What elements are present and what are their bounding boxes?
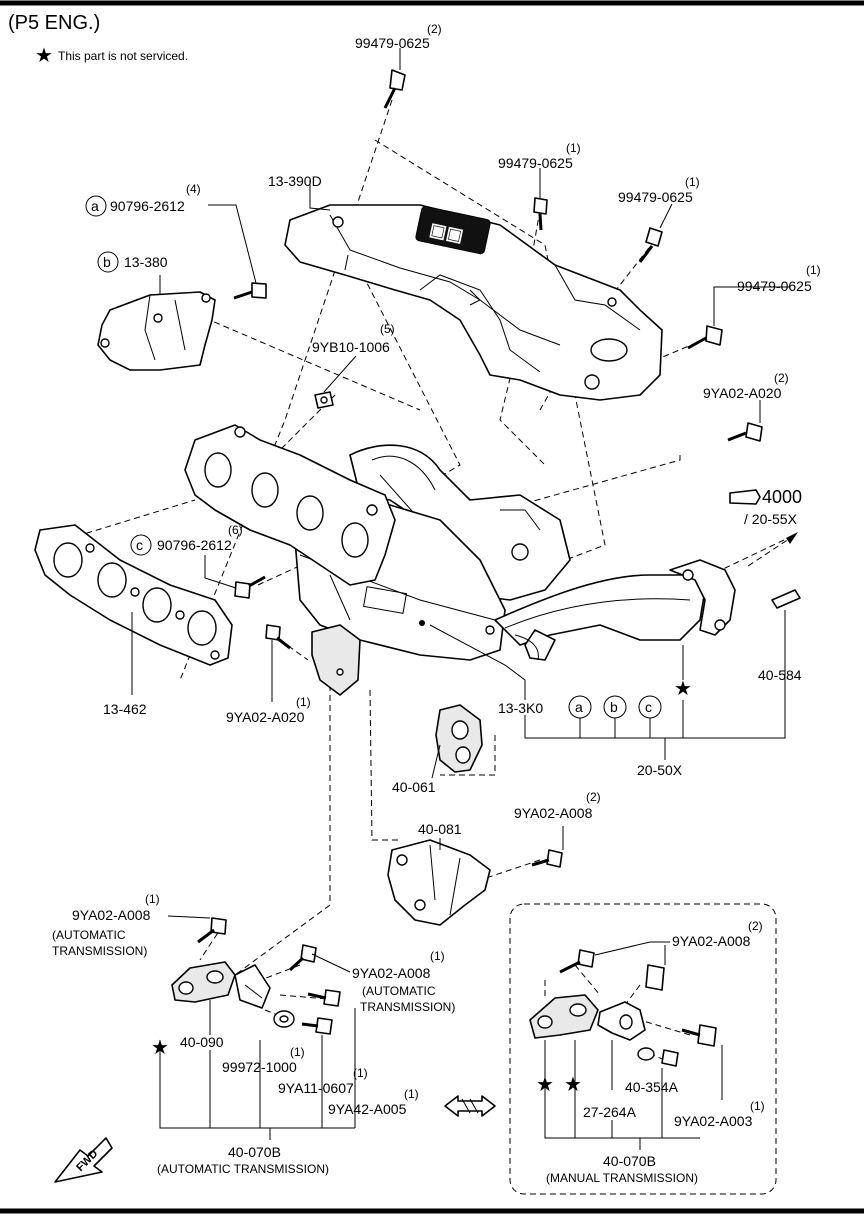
callout-part-number: 99972-1000 [222,1059,297,1075]
callout-note: (MANUAL TRANSMISSION) [546,1171,698,1185]
callout-circle-letter: b [610,699,618,715]
gasket-13-462 [34,524,233,666]
alternative-arrow-icon [444,1095,496,1117]
callout-part-number: 9YA02-A020 [703,385,782,401]
mount-bracket-40-081 [387,839,491,926]
engine-title: (P5 ENG.) [8,12,100,34]
callout-part-number: 40-090 [180,1034,224,1050]
mount-assembly-mt [529,994,646,1041]
callout-part-number: 13-390D [268,173,322,189]
callout-circle [130,534,152,556]
callout-part-number: 99479-0625 [618,189,693,205]
callout-note: TRANSMISSION) [360,1000,455,1014]
callout-part-number: 40-584 [758,667,802,683]
callout-qty: (2) [586,790,601,804]
callout-part-number: 9YA42-A005 [328,1101,407,1117]
callout-part-number: 20-50X [637,762,683,778]
bracket-13-380 [97,291,216,371]
callout-qty: (4) [186,182,201,196]
callout-circle-letter: a [575,699,583,715]
callout-qty: (6) [228,523,243,537]
bolts [197,69,763,1067]
callout-part-number: 9YA11-0607 [278,1080,354,1096]
mount-assembly-at [171,961,271,1009]
callout-circle-letter: c [136,537,143,553]
callout-qty: (1) [806,263,821,277]
callout-note: (AUTOMATIC [362,984,436,998]
callout-part-number: 99479-0625 [737,278,812,294]
callout-note: TRANSMISSION) [52,944,147,958]
callout-part-number: 9YA02-A008 [514,805,593,821]
callout-qty: (1) [404,1087,419,1101]
heat-shield-13-390d: ▣▣ [284,204,663,401]
callout-part-number: 9YB10-1006 [312,339,390,355]
callout-part-number: 40-354A [625,1079,679,1095]
callout-part-number: 90796-2612 [110,198,185,214]
callout-qty: (2) [748,919,763,933]
reference-hand-icon [729,489,798,569]
callout-qty: (1) [430,949,445,963]
callout-qty: (5) [380,322,395,336]
callout-circle-letter: a [91,198,99,214]
callout-note: (AUTOMATIC TRANSMISSION) [157,1162,329,1176]
callout-part-number: 13-462 [103,701,147,717]
callout-part-number: 40-061 [392,779,436,795]
callout-part-number: 40-081 [418,821,462,837]
callout-part-number: 99479-0625 [498,155,573,171]
callout-circle-letter: b [103,254,111,270]
not-serviced-star-icon: ★ [536,1074,554,1096]
callout-qty: (2) [427,22,442,36]
callout-qty: (1) [296,695,311,709]
callout-part-number: 9YA02-A020 [226,709,305,725]
callout-part-number: 9YA02-A008 [672,933,751,949]
rubber-hanger-40-061 [435,704,483,773]
reference-subnumber: / 20-55X [744,511,798,527]
not-serviced-star-icon: ★ [674,678,692,700]
callout-qty: (1) [566,141,581,155]
callout-circle [97,251,119,273]
callout-part-number: 40-070B [228,1144,281,1160]
manual-transmission-group-box [509,903,777,1195]
callout-part-number: 9YA02-A003 [674,1113,753,1129]
callout-part-number: 40-070B [603,1153,656,1169]
reference-number: 4000 [762,487,802,507]
callout-circle [85,195,107,217]
part-labels: (2) 99479-0625 (1) 99479-0625 (1) 99479-… [52,22,821,1185]
callout-qty: (1) [750,1099,765,1113]
callout-note: (AUTOMATIC [52,928,126,942]
callout-circle [638,695,662,719]
leader-lines [131,48,790,1150]
callout-part-number: 9YA02-A008 [72,907,151,923]
callout-circle [568,695,592,719]
callout-part-number: 27-264A [583,1104,637,1120]
exhaust-manifold-13-3k0 [184,424,571,696]
callout-part-number: 90796-2612 [157,537,232,553]
callout-circle [603,695,627,719]
not-serviced-star-icon: ★ [35,45,53,67]
callout-qty: (1) [353,1066,368,1080]
not-serviced-star-icon: ★ [564,1074,582,1096]
front-pipe-20-50x [494,559,801,661]
callout-part-number: 9YA02-A008 [352,965,431,981]
callout-part-number: 13-380 [124,254,168,270]
callout-qty: (2) [774,371,789,385]
callout-circle-letter: c [645,699,652,715]
forward-direction-icon: FWD [54,1137,113,1183]
callout-qty: (1) [685,175,700,189]
callout-part-number: 13-3K0 [498,700,543,716]
not-serviced-star-icon: ★ [151,1037,169,1059]
callout-qty: (1) [145,892,160,906]
not-serviced-legend: This part is not serviced. [58,49,188,63]
callout-qty: (1) [290,1045,305,1059]
callout-part-number: 99479-0625 [355,35,430,51]
